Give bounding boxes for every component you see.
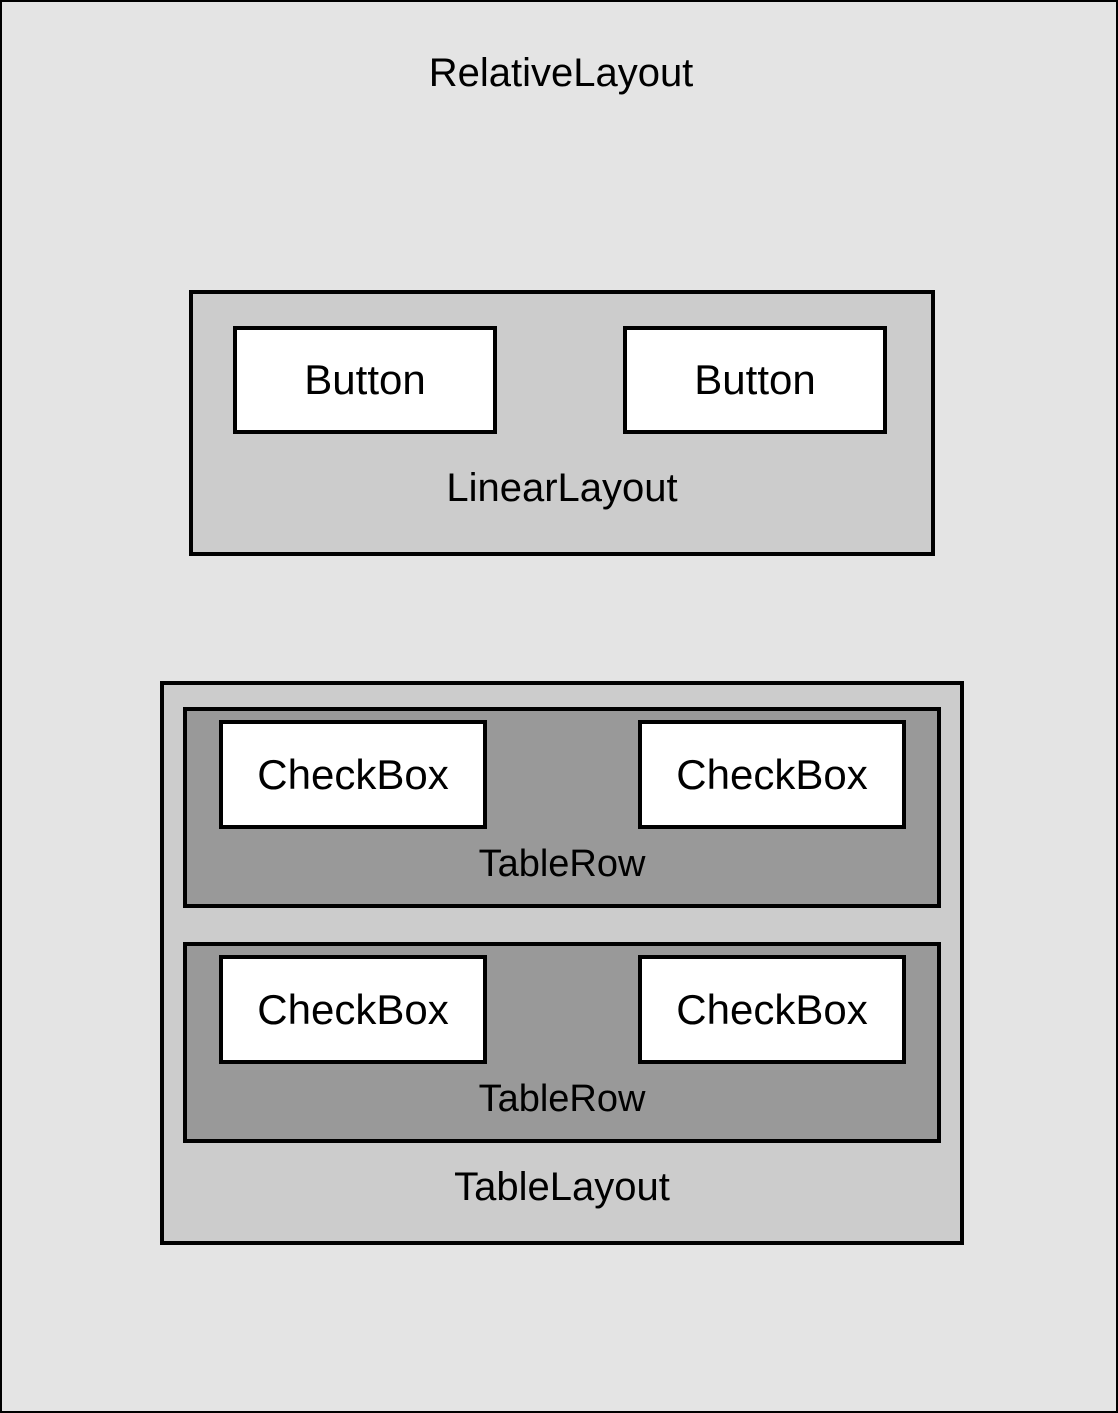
table-row: CheckBox CheckBox TableRow — [183, 707, 941, 908]
linear-layout-label: LinearLayout — [446, 466, 678, 510]
checkbox-row2-right[interactable]: CheckBox — [638, 955, 906, 1064]
table-layout-label: TableLayout — [454, 1165, 670, 1209]
checkbox-row2-left[interactable]: CheckBox — [219, 955, 487, 1064]
checkbox-row1-right[interactable]: CheckBox — [638, 720, 906, 829]
linear-layout-container: Button Button LinearLayout — [189, 290, 935, 556]
table-row-label-2: TableRow — [478, 1078, 646, 1120]
button-2[interactable]: Button — [623, 326, 887, 434]
table-row-label-1: TableRow — [478, 843, 646, 885]
checkbox-row1-left[interactable]: CheckBox — [219, 720, 487, 829]
relative-layout-label: RelativeLayout — [428, 51, 694, 95]
button-1[interactable]: Button — [233, 326, 497, 434]
table-layout-container: CheckBox CheckBox TableRow CheckBox Chec… — [160, 681, 964, 1245]
table-row: CheckBox CheckBox TableRow — [183, 942, 941, 1143]
